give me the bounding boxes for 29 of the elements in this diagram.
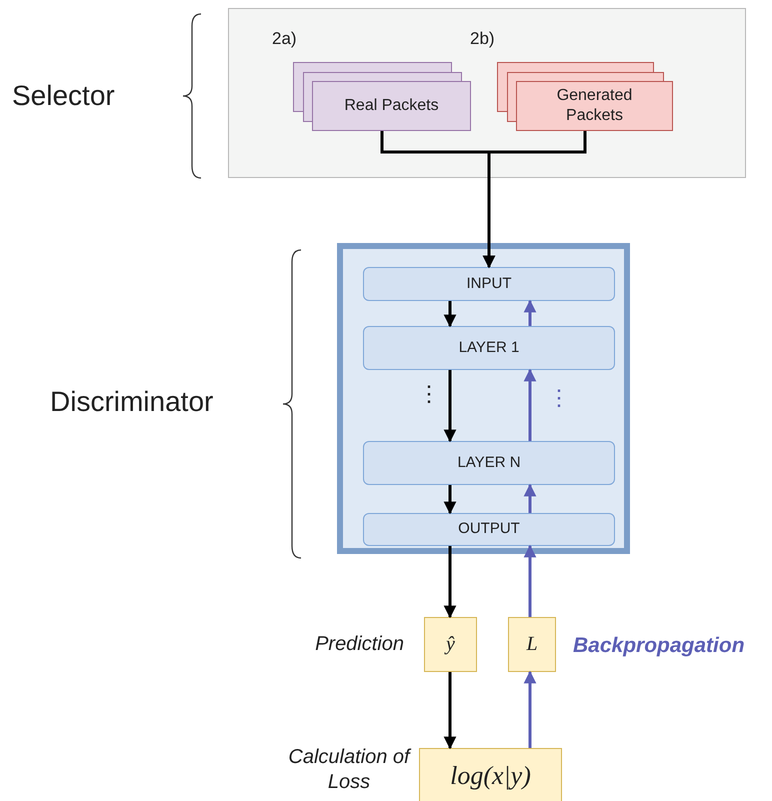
selector-panel — [228, 8, 746, 178]
symbol-box: ŷ — [424, 617, 477, 672]
ellipsis-mark: ⋮ — [418, 380, 440, 408]
layer-box: LAYER N — [363, 441, 615, 485]
layer-box: OUTPUT — [363, 513, 615, 546]
arrow — [524, 544, 536, 617]
step-label: 2a) — [272, 28, 298, 50]
arrow — [444, 672, 456, 750]
symbol-box: L — [508, 617, 556, 672]
arrow — [524, 300, 536, 326]
group-label: Discriminator — [50, 385, 214, 419]
layer-box: INPUT — [363, 267, 615, 301]
formula-box: log(x|y) — [419, 748, 562, 801]
layer-box: LAYER 1 — [363, 326, 615, 370]
output-label: Prediction — [314, 632, 404, 657]
arrow — [524, 368, 536, 441]
ellipsis-mark: ⋮ — [548, 384, 570, 412]
step-label: Calculation of Loss — [288, 745, 410, 795]
arrow — [444, 485, 456, 514]
group-label: Selector — [12, 79, 115, 113]
arrow — [444, 370, 456, 442]
arrow — [444, 546, 456, 618]
arrow — [524, 484, 536, 513]
arrow — [524, 670, 536, 748]
arrow — [482, 131, 586, 268]
network-container — [337, 243, 630, 554]
process-label: Backpropagation — [573, 633, 746, 659]
arrow — [444, 301, 456, 328]
step-label: 2b) — [470, 28, 496, 50]
